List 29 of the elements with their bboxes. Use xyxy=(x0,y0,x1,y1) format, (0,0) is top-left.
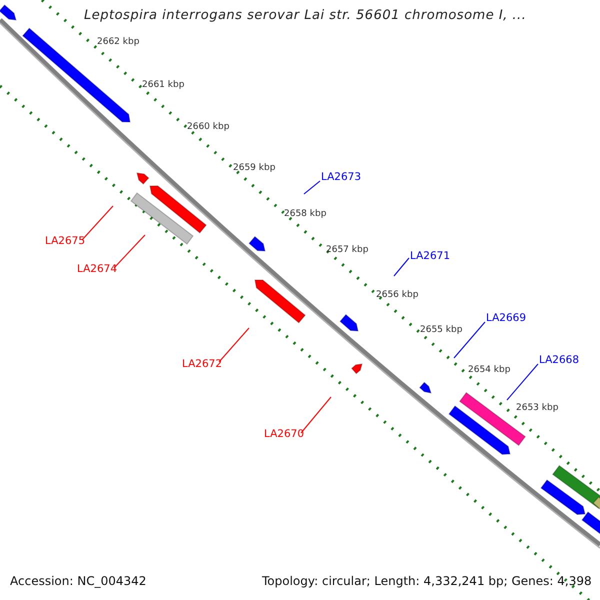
gene-label: LA2673 xyxy=(321,171,361,184)
topology-text: Topology: circular; Length: 4,332,241 bp; Genes: 4,398 xyxy=(262,575,592,589)
scale-label: 2654 kbp xyxy=(468,365,510,376)
scale-label: 2661 kbp xyxy=(142,80,184,90)
scale-label: 2662 kbp xyxy=(97,37,140,48)
gene-label: LA2674 xyxy=(77,263,117,276)
map-title: Leptospira interrogans serovar Lai str. 56601 chromosome I, ... xyxy=(84,9,526,24)
leader-line xyxy=(300,396,332,434)
leader-line xyxy=(454,322,486,358)
scale-label: 2656 kbp xyxy=(376,290,418,300)
scale-label: 2658 kbp xyxy=(284,209,326,220)
gene-label: LA2671 xyxy=(410,250,450,262)
scale-label: 2659 kbp xyxy=(233,163,276,174)
gene-label: LA2672 xyxy=(182,358,222,370)
scale-label: 2660 kbp xyxy=(187,122,230,132)
leader-line xyxy=(506,364,538,400)
gene-label: LA2675 xyxy=(45,235,85,248)
accession-text: Accession: NC_004342 xyxy=(10,575,146,589)
leader-line xyxy=(218,328,250,362)
gene-label: LA2668 xyxy=(539,354,579,366)
leader-line xyxy=(304,180,320,194)
leader-line xyxy=(394,258,410,276)
scale-label: 2657 kbp xyxy=(326,245,368,256)
leader-line xyxy=(114,234,146,268)
gene-label: LA2669 xyxy=(486,312,526,324)
scale-label: 2653 kbp xyxy=(516,403,558,414)
gene-label: LA2670 xyxy=(264,428,304,440)
leader-line xyxy=(82,206,114,240)
scale-label: 2655 kbp xyxy=(420,325,462,336)
